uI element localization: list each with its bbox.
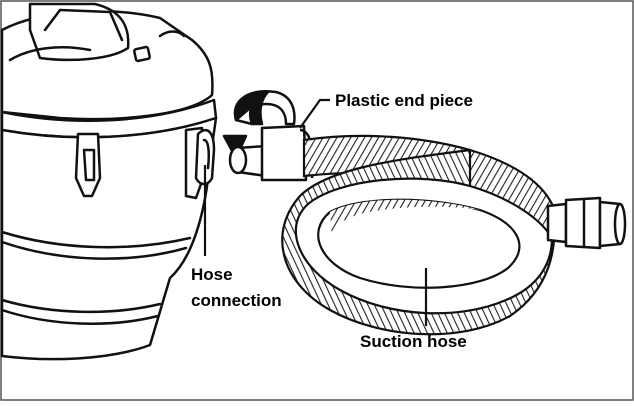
latch-left [74, 132, 102, 198]
tank-body [0, 116, 218, 361]
hose-end-cuff [546, 196, 627, 250]
power-switch [133, 45, 151, 63]
label-hose-connection-line1: Hose [191, 265, 233, 284]
label-suction-hose: Suction hose [360, 332, 467, 351]
rotation-arrow [222, 89, 296, 160]
handle-housing [28, 2, 130, 62]
suction-hose [281, 134, 556, 336]
end-piece-pointer [299, 98, 330, 129]
plastic-end-piece [228, 124, 315, 182]
hose-port [194, 129, 216, 186]
vacuum-canister [0, 2, 218, 361]
label-plastic-end-piece: Plastic end piece [335, 91, 473, 110]
label-hose-connection-line2: connection [191, 291, 282, 310]
end-piece-collar [260, 124, 308, 182]
